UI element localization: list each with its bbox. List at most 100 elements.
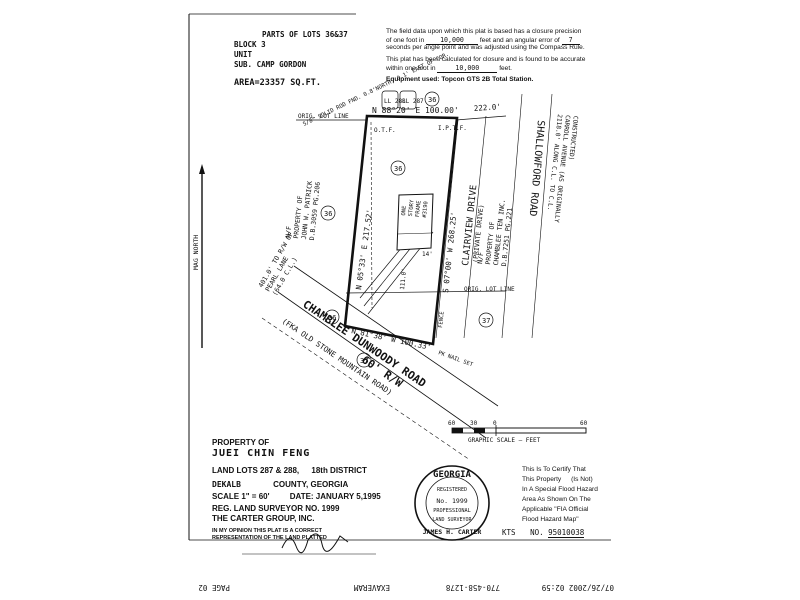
flood-note-line-1: This Is To Certify That xyxy=(522,466,586,473)
property-right-line-1: N/F xyxy=(476,252,485,265)
fax-page: PAGE 02 xyxy=(198,583,230,592)
seal-land-surveyor: LAND SURVEYOR xyxy=(432,517,472,523)
fax-sender: EXAVERAM xyxy=(353,583,390,592)
north-arrow-head xyxy=(199,164,205,174)
dim-14-label: 14' xyxy=(422,251,433,258)
calc-note-prefix: within one foot in xyxy=(386,65,436,72)
title-scale-date: SCALE 1" = 60' DATE: JANUARY 5,1995 xyxy=(212,492,381,501)
scale-tick-2: 0 xyxy=(493,420,497,427)
title-company: THE CARTER GROUP, INC. xyxy=(212,514,315,523)
header-unit: UNIT xyxy=(234,50,253,59)
otf-label: O.T.F. xyxy=(374,127,396,134)
title-land-lots: LAND LOTS 287 & 288, 18th DISTRICT xyxy=(212,466,367,475)
right-distance-label: 222.0' xyxy=(474,102,502,113)
title-date: DATE: JANUARY 5,1995 xyxy=(289,492,381,501)
road-label-block: CHAMBLEE DUNWOODY ROAD 60' R/W (FKA OLD … xyxy=(280,298,428,397)
mag-north-label: MAG NORTH xyxy=(192,235,200,270)
seal-name: JAMES H. CARTER xyxy=(423,528,482,536)
clairview-right-edge xyxy=(463,115,487,339)
title-land-lots-text: LAND LOTS 287 & 288, xyxy=(212,466,300,475)
house-line-2: STORY xyxy=(408,199,416,217)
kts-number: 95010038 xyxy=(548,528,585,538)
property-boundary xyxy=(343,114,459,346)
house-label-block: ONE STORY FRAME #3190 xyxy=(401,199,430,218)
dim-111-label: 111.0' xyxy=(399,268,408,290)
ll288-label: LL 288 xyxy=(384,98,406,105)
scale-caption: GRAPHIC SCALE – FEET xyxy=(468,437,541,444)
flood-note-line-3: In A Special Flood Hazard xyxy=(522,486,598,493)
clairview-left-edge xyxy=(435,119,459,339)
fence-label: FENCE xyxy=(438,311,446,328)
kts-line: KTS NO. 95010038 xyxy=(502,528,585,538)
header-subdivision: SUB. CAMP GORDON xyxy=(234,60,307,69)
house-line-1: ONE xyxy=(401,205,408,216)
property-left-block: N/F PROPERTY OF JOHN W. PATRICK D.B.3059… xyxy=(284,181,322,241)
orig-lot-line-bottom xyxy=(345,290,507,294)
fax-header-strip: 07/26/2002 02:59 770-458-1278 EXAVERAM P… xyxy=(0,574,800,600)
survey-drawing: MAG NORTH LL 288 LL 287 36 36 36 36 37 3… xyxy=(188,13,611,555)
title-owner: JUEI CHIN FENG xyxy=(212,448,311,459)
header-parts-of-lots: PARTS OF LOTS 36&37 xyxy=(262,30,348,39)
north-bearing-label: N 88°20' E 100.00' xyxy=(372,106,459,115)
calc-note-line-2: within one foot in 10,000 feet. xyxy=(386,64,512,73)
header-area: AREA=23357 SQ.FT. xyxy=(234,78,321,88)
fax-phone: 770-458-1278 xyxy=(445,583,500,592)
orig-lot-line-bottom-label: ORIG. LOT LINE xyxy=(464,286,515,293)
closure-note-line-1: The field data upon which this plat is b… xyxy=(386,28,582,35)
shallowford-right-edge xyxy=(531,93,553,339)
orig-lot-line-top-right xyxy=(455,115,507,121)
calc-note-value: 10,000 xyxy=(437,64,498,73)
flood-note-line-2: This Property (Is Not) xyxy=(522,476,593,484)
title-opinion-line-1: IN MY OPINION THIS PLAT IS A CORRECT xyxy=(212,528,323,534)
ll288-box xyxy=(381,90,399,110)
seal-registered: REGISTERED xyxy=(437,487,467,493)
lot37-bottom-label: 37 xyxy=(360,357,368,365)
road-edge-2 xyxy=(277,291,487,439)
pearl-lane-block: 401.0' TO R/W OF PEARL LANE (64.0 C.L.) xyxy=(257,231,299,297)
equipment-note: Equipment used: Topcon GTS 2B Total Stat… xyxy=(386,76,534,83)
shallowford-distance-block: 2118.0' ALONG C.L. TO C.L. CARROLL AVENU… xyxy=(546,114,579,223)
title-county-name: DEKALB xyxy=(212,480,241,489)
fence-line xyxy=(370,121,373,309)
lot37-right-label: 37 xyxy=(482,317,490,325)
flood-note-line-6: Flood Hazard Map" xyxy=(522,516,579,523)
title-surveyor-no: REG. LAND SURVEYOR NO. 1999 xyxy=(212,504,340,513)
flood-note-line-4: Area As Shown On The xyxy=(522,496,591,503)
scale-tick-3: 60 xyxy=(580,420,588,427)
shallowford-left-edge xyxy=(501,93,523,339)
title-district: 18th DISTRICT xyxy=(311,466,367,475)
survey-plat-sheet: MAG NORTH LL 288 LL 287 36 36 36 36 37 3… xyxy=(186,8,614,568)
flood-note-line-5: Applicable "FIA Official xyxy=(522,506,589,513)
fax-header-rotated: 07/26/2002 02:59 770-458-1278 EXAVERAM P… xyxy=(0,574,800,600)
closure-note-value: 10,000 xyxy=(425,36,478,45)
closure-note-line-3: seconds per angle point and was adjusted… xyxy=(386,44,585,51)
closure-note-prefix: of one foot in xyxy=(386,37,425,44)
surveyor-seal: GEORGIA REGISTERED No. 1999 PROFESSIONAL… xyxy=(414,465,490,541)
lot36-circle-bottom xyxy=(324,309,340,325)
flood-note-is-not: (Is Not) xyxy=(571,476,593,483)
surveyor-signature xyxy=(281,533,349,554)
house-footprint xyxy=(396,193,434,251)
lot36-bottom-label: 36 xyxy=(328,314,336,322)
graphic-scale xyxy=(451,425,587,436)
pk-nail-label: PK NAIL SET xyxy=(437,350,474,368)
property-left-line-1: N/F xyxy=(284,226,293,239)
house-line-4: #3190 xyxy=(422,201,430,218)
kts-label: KTS xyxy=(502,528,516,537)
ll287-label: LL 287 xyxy=(402,98,424,105)
scale-tick-0: 60 xyxy=(448,420,456,427)
calc-note-suffix: feet. xyxy=(499,65,513,72)
kts-no-label: NO. xyxy=(530,528,544,537)
lot36-center-label: 36 xyxy=(394,165,402,173)
header-block: BLOCK 3 xyxy=(234,40,266,49)
house-line-3: FRAME xyxy=(415,200,423,217)
seal-number: No. 1999 xyxy=(436,497,467,505)
ll287-box xyxy=(399,90,417,110)
orig-lot-line-top-label: ORIG. LOT LINE xyxy=(298,113,349,120)
iptf-label: I.P.T.F. xyxy=(438,125,467,132)
closure-note-mid: feet and an angular error of xyxy=(479,37,560,44)
house-porch-line xyxy=(396,232,432,235)
lot36-circle-top xyxy=(424,91,440,107)
lot36-left-label: 36 xyxy=(324,210,332,218)
lot36-circle-left xyxy=(320,205,336,221)
